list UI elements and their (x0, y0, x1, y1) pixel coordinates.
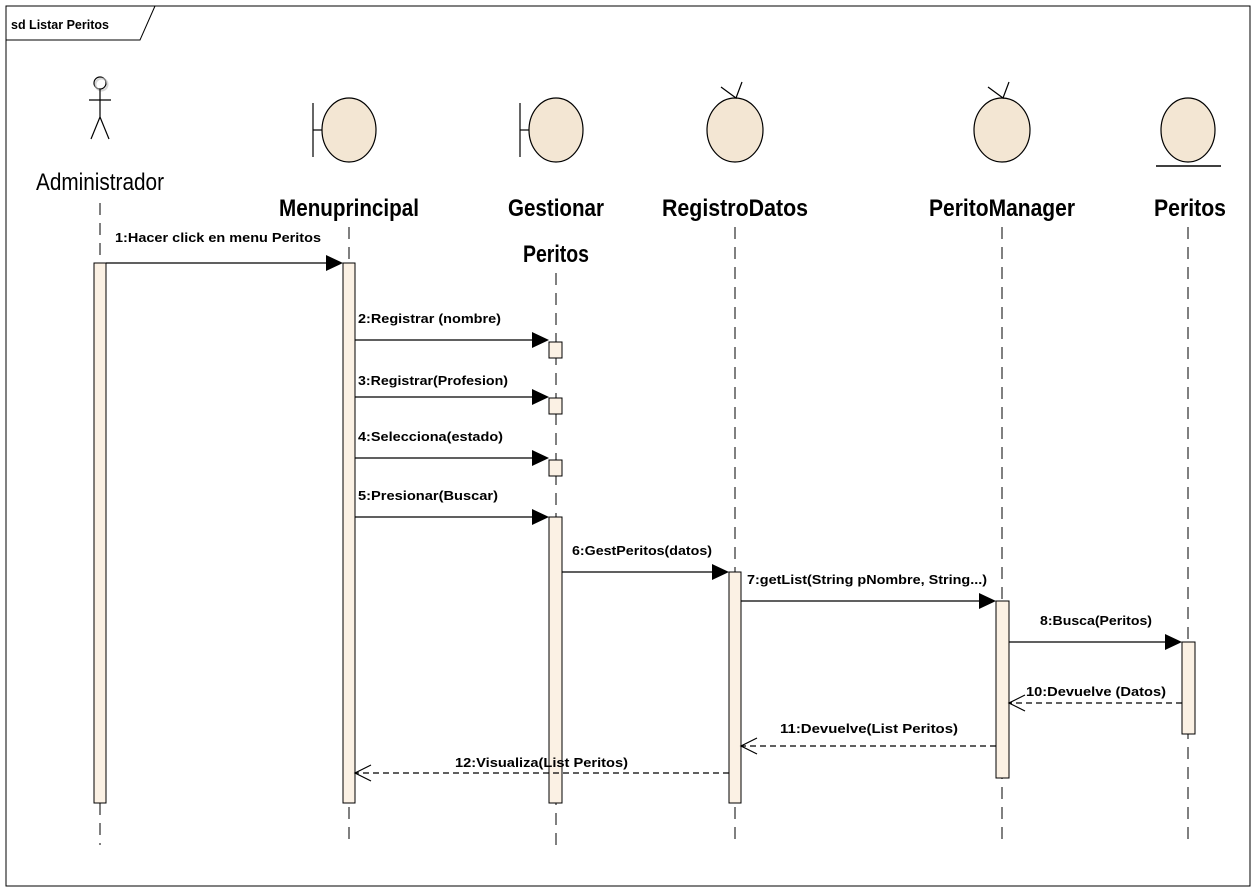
arrowhead-icon (1165, 634, 1182, 650)
lifeline-menuprincipal: Menuprincipal (279, 97, 419, 845)
message-label: 12:Visualiza(List Peritos) (455, 756, 628, 770)
activation-gestionar-5 (548, 516, 563, 804)
lifeline-registrodatos: RegistroDatos (662, 81, 808, 845)
message-1: 1:Hacer click en menu Peritos (106, 231, 343, 271)
activation-gestionar-4 (548, 459, 563, 477)
lifeline-peritomanager: PeritoManager (929, 81, 1075, 845)
lifeline-gestionar-peritos: Gestionar Peritos (508, 97, 604, 845)
lifeline-label-menuprincipal: Menuprincipal (279, 195, 419, 222)
message-label: 4:Selecciona(estado) (358, 430, 503, 444)
message-5: 5:Presionar(Buscar) (355, 489, 549, 525)
activation-administrador (93, 262, 107, 804)
frame-title-tab (6, 5, 156, 41)
arrowhead-icon (712, 564, 729, 580)
arrowhead-icon (532, 509, 549, 525)
lifeline-peritos: Peritos (1154, 97, 1226, 845)
activation-gestionar-3 (548, 397, 563, 415)
frame-title: sd Listar Peritos (11, 18, 109, 32)
activation-registrodatos (728, 571, 742, 804)
message-3: 3:Registrar(Profesion) (355, 374, 549, 405)
activation-menuprincipal (342, 262, 356, 804)
lifeline-label-gestionar: Gestionar (508, 195, 604, 222)
arrowhead-icon (326, 255, 343, 271)
control-icon (706, 81, 764, 163)
message-4: 4:Selecciona(estado) (355, 430, 549, 466)
arrowhead-icon (979, 593, 996, 609)
lifeline-label-peritos: Peritos (1154, 195, 1226, 222)
message-label: 6:GestPeritos(datos) (572, 544, 712, 558)
message-label: 11:Devuelve(List Peritos) (780, 722, 958, 736)
message-label: 7:getList(String pNombre, String...) (747, 573, 987, 587)
activation-gestionar-2 (548, 341, 563, 359)
message-8: 8:Busca(Peritos) (1009, 614, 1182, 650)
activation-peritomanager (995, 600, 1010, 779)
message-2: 2:Registrar (nombre) (355, 312, 549, 348)
message-label: 8:Busca(Peritos) (1040, 614, 1152, 628)
arrowhead-icon (532, 389, 549, 405)
message-label: 10:Devuelve (Datos) (1026, 685, 1166, 699)
message-label: 3:Registrar(Profesion) (358, 374, 508, 388)
message-label: 2:Registrar (nombre) (358, 312, 501, 326)
message-10: 10:Devuelve (Datos) (1007, 685, 1182, 712)
lifeline-label-peritomanager: PeritoManager (929, 195, 1075, 222)
lifeline-administrador: Administrador (36, 76, 164, 845)
arrowhead-icon (532, 450, 549, 466)
lifeline-label-administrador: Administrador (36, 169, 164, 196)
activation-peritos (1181, 641, 1196, 735)
actor-icon (89, 76, 111, 140)
boundary-icon (519, 97, 584, 163)
open-arrowhead-icon (353, 764, 372, 782)
entity-icon (1156, 97, 1221, 167)
message-11: 11:Devuelve(List Peritos) (739, 722, 996, 755)
arrowhead-icon (532, 332, 549, 348)
message-6: 6:GestPeritos(datos) (562, 544, 729, 580)
lifeline-label-peritos-line2: Peritos (523, 241, 589, 268)
control-icon (973, 81, 1031, 163)
lifeline-label-registrodatos: RegistroDatos (662, 195, 808, 222)
message-7: 7:getList(String pNombre, String...) (741, 573, 996, 609)
diagram-frame (5, 5, 1251, 887)
message-label: 1:Hacer click en menu Peritos (115, 231, 321, 245)
boundary-icon (312, 97, 377, 163)
message-label: 5:Presionar(Buscar) (358, 489, 498, 503)
open-arrowhead-icon (739, 737, 758, 755)
message-12: 12:Visualiza(List Peritos) (353, 756, 729, 782)
open-arrowhead-icon (1007, 694, 1026, 712)
